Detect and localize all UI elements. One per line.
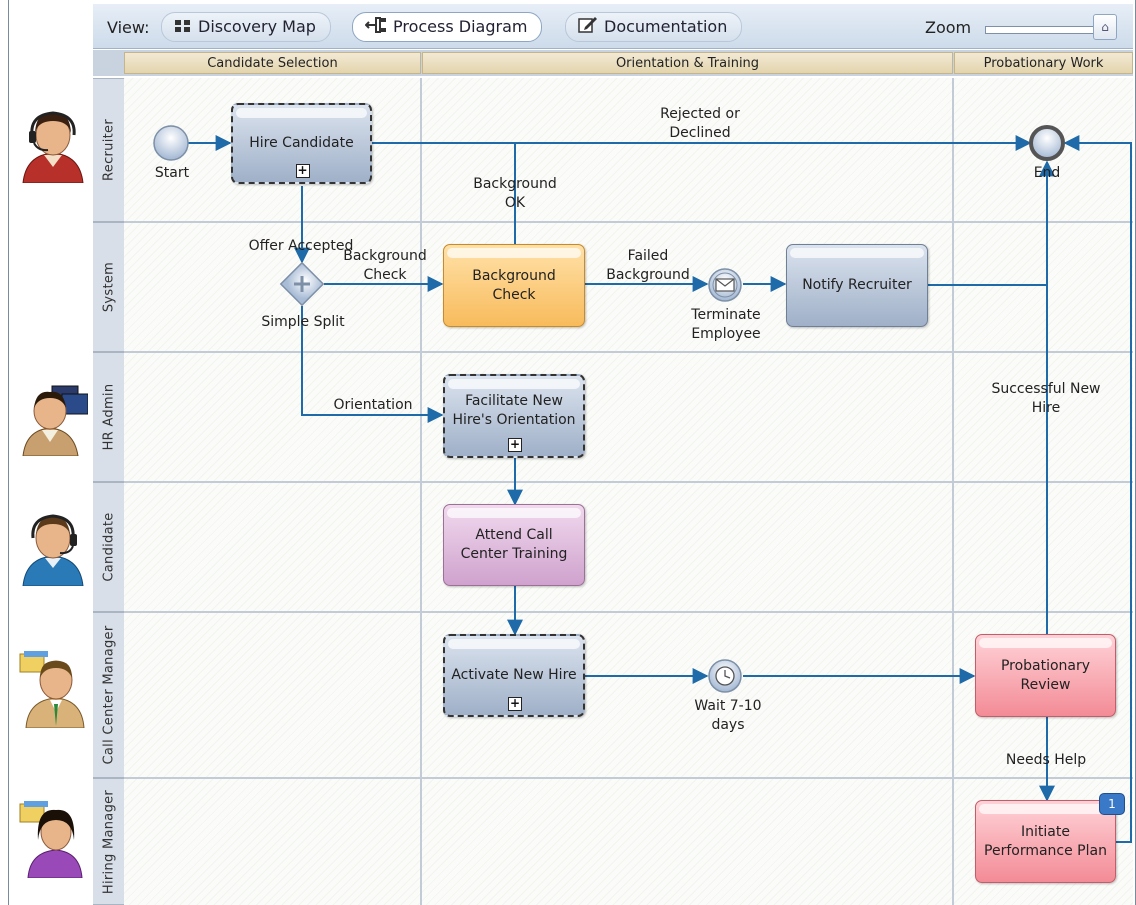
- task-label: Activate New Hire: [451, 667, 577, 683]
- task-label: Probationary Review: [1000, 657, 1091, 693]
- plus-icon: [294, 276, 310, 292]
- lane-hiring-manager: Hiring Manager: [93, 778, 124, 905]
- attend-training-task[interactable]: Attend Call Center Training: [443, 504, 585, 586]
- lane-system: System: [93, 222, 124, 352]
- background-check-flow-label: Background Check: [343, 248, 427, 283]
- hr-admin-avatar-icon: [22, 385, 88, 456]
- task-label: Initiate Performance Plan: [984, 823, 1107, 859]
- view-label: View:: [107, 18, 150, 37]
- view-toolbar: View: Discovery Map Process Diagram Docu…: [93, 4, 1133, 49]
- hiring-manager-avatar-icon: [19, 801, 83, 878]
- documentation-tab[interactable]: Documentation: [565, 12, 743, 42]
- task-label: Hire Candidate: [249, 135, 354, 151]
- phase-header-bar: Candidate Selection Orientation & Traini…: [93, 50, 1133, 76]
- phase-candidate-selection: Candidate Selection: [124, 52, 421, 74]
- lane-call-center-manager: Call Center Manager: [93, 612, 124, 778]
- probationary-review-task[interactable]: Probationary Review: [975, 634, 1116, 717]
- documentation-edit-icon: [578, 14, 598, 42]
- background-ok-label: Background OK: [473, 176, 557, 211]
- task-label: Facilitate New Hire's Orientation: [452, 393, 576, 428]
- phase-probationary-work: Probationary Work: [954, 52, 1133, 74]
- initiate-performance-plan-task[interactable]: Initiate Performance Plan: [975, 800, 1116, 883]
- task-label: Background Check: [472, 267, 556, 303]
- expand-subprocess-icon[interactable]: +: [508, 437, 522, 452]
- call-center-manager-avatar-icon: [19, 651, 85, 728]
- documentation-label: Documentation: [604, 17, 728, 36]
- background-check-task[interactable]: Background Check: [443, 244, 585, 327]
- process-diagram-tab[interactable]: Process Diagram: [352, 12, 543, 42]
- process-diagram-icon: [364, 14, 387, 42]
- diagram-canvas: [124, 78, 1133, 905]
- process-diagram-label: Process Diagram: [393, 17, 528, 36]
- start-label: Start: [154, 165, 190, 181]
- comment-count-badge[interactable]: 1: [1099, 793, 1125, 815]
- notify-recruiter-task[interactable]: Notify Recruiter: [786, 244, 928, 327]
- discovery-map-label: Discovery Map: [198, 17, 316, 36]
- end-label: End: [1033, 165, 1061, 181]
- end-event: [1029, 125, 1065, 161]
- successful-new-hire-label: Successful New Hire: [991, 381, 1101, 416]
- offer-accepted-label: Offer Accepted: [248, 238, 354, 254]
- discovery-map-tab[interactable]: Discovery Map: [161, 12, 331, 42]
- zoom-label: Zoom: [925, 18, 972, 37]
- start-event: [153, 125, 189, 161]
- lane-candidate: Candidate: [93, 482, 124, 612]
- activate-new-hire-task[interactable]: Activate New Hire +: [443, 634, 585, 717]
- terminate-employee-label: Terminate Employee: [691, 307, 761, 342]
- candidate-avatar-icon: [22, 514, 84, 586]
- orientation-label: Orientation: [333, 397, 413, 413]
- failed-background-label: Failed Background: [606, 248, 690, 283]
- expand-subprocess-icon[interactable]: +: [295, 163, 310, 178]
- grid-icon: [174, 14, 192, 42]
- task-label: Attend Call Center Training: [460, 527, 568, 562]
- hire-candidate-task[interactable]: Hire Candidate +: [231, 103, 372, 184]
- zoom-slider-thumb[interactable]: ⌂: [1093, 14, 1117, 40]
- needs-help-label: Needs Help: [1005, 752, 1087, 768]
- facilitate-orientation-task[interactable]: Facilitate New Hire's Orientation +: [443, 374, 585, 458]
- lane-recruiter: Recruiter: [93, 78, 124, 222]
- wait-label: Wait 7-10 days: [694, 698, 762, 733]
- phase-orientation-training: Orientation & Training: [422, 52, 953, 74]
- lane-hr-admin: HR Admin: [93, 352, 124, 482]
- rejected-declined-label: Rejected or Declined: [660, 106, 740, 141]
- recruiter-avatar-icon: [22, 111, 84, 183]
- expand-subprocess-icon[interactable]: +: [508, 696, 522, 711]
- simple-split-label: Simple Split: [261, 314, 345, 330]
- task-label: Notify Recruiter: [802, 277, 912, 293]
